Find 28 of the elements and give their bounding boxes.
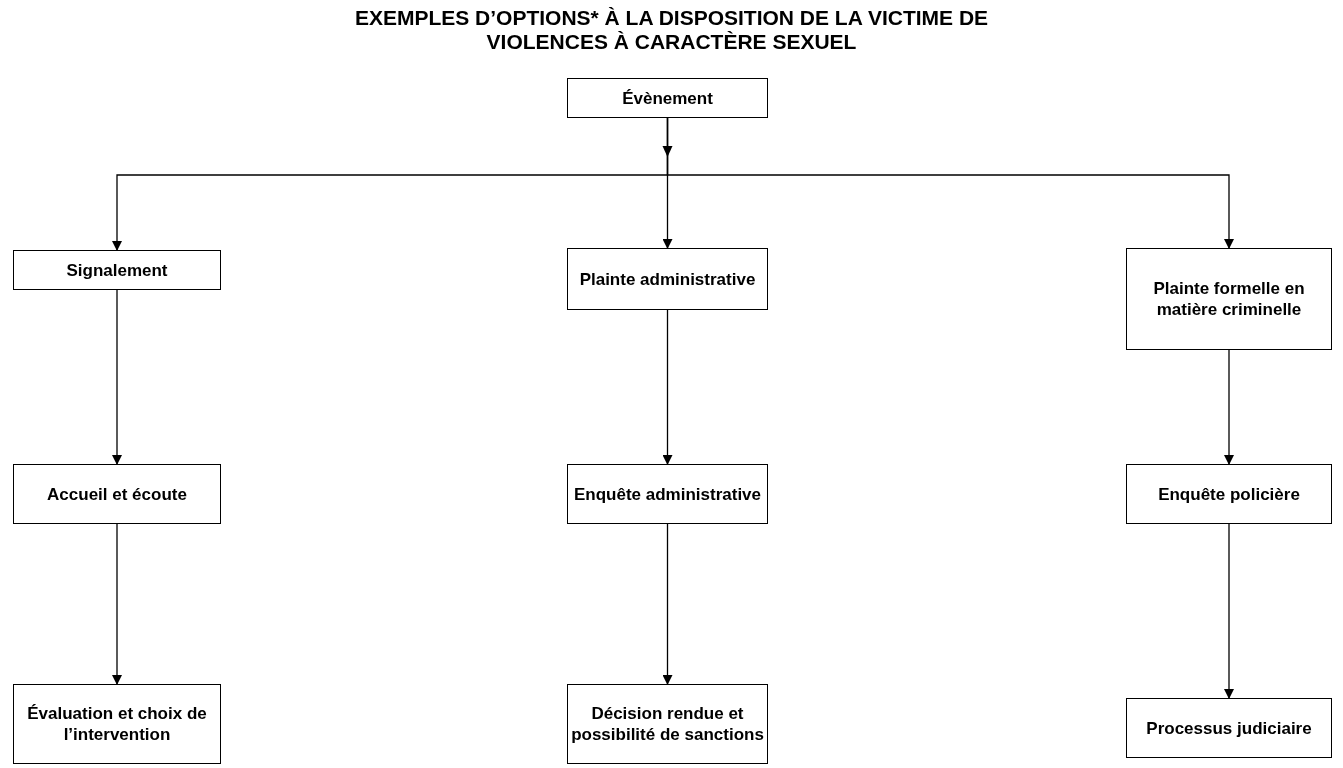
box-label: Décision rendue et possibilité de sanctions bbox=[570, 703, 765, 745]
box-label: Enquête administrative bbox=[573, 483, 762, 505]
box-label: Enquête policière bbox=[1158, 483, 1300, 505]
process-box bbox=[13, 464, 221, 524]
arrow bbox=[112, 523, 122, 685]
box-label: Processus judiciaire bbox=[1146, 717, 1312, 739]
arrow bbox=[112, 289, 122, 465]
process-box bbox=[1126, 248, 1332, 350]
box-label: Évènement bbox=[622, 87, 713, 109]
process-box bbox=[1126, 464, 1332, 524]
box-label: Signalement bbox=[66, 259, 168, 281]
box-label: Évaluation et choix de l’intervention bbox=[26, 703, 208, 745]
box-label: Plainte administrative bbox=[579, 268, 756, 290]
arrow bbox=[1224, 349, 1234, 465]
arrow bbox=[1224, 523, 1234, 699]
diagram-title: EXEMPLES D’OPTIONS* À LA DISPOSITION DE LA VICTIME DE VIOLENCES À CARACTÈRE SEXUEL bbox=[353, 6, 990, 54]
process-box bbox=[567, 248, 768, 310]
box-label: Accueil et écoute bbox=[47, 483, 187, 505]
process-box bbox=[567, 684, 768, 764]
process-box bbox=[1126, 698, 1332, 758]
box-label: Plainte formelle en matière criminelle bbox=[1152, 278, 1306, 320]
process-box bbox=[567, 464, 768, 524]
arrow bbox=[662, 309, 673, 465]
process-box bbox=[567, 78, 768, 118]
process-box bbox=[13, 684, 221, 764]
process-box bbox=[13, 250, 221, 290]
arrow bbox=[662, 523, 673, 685]
arrow bbox=[666, 117, 1234, 249]
